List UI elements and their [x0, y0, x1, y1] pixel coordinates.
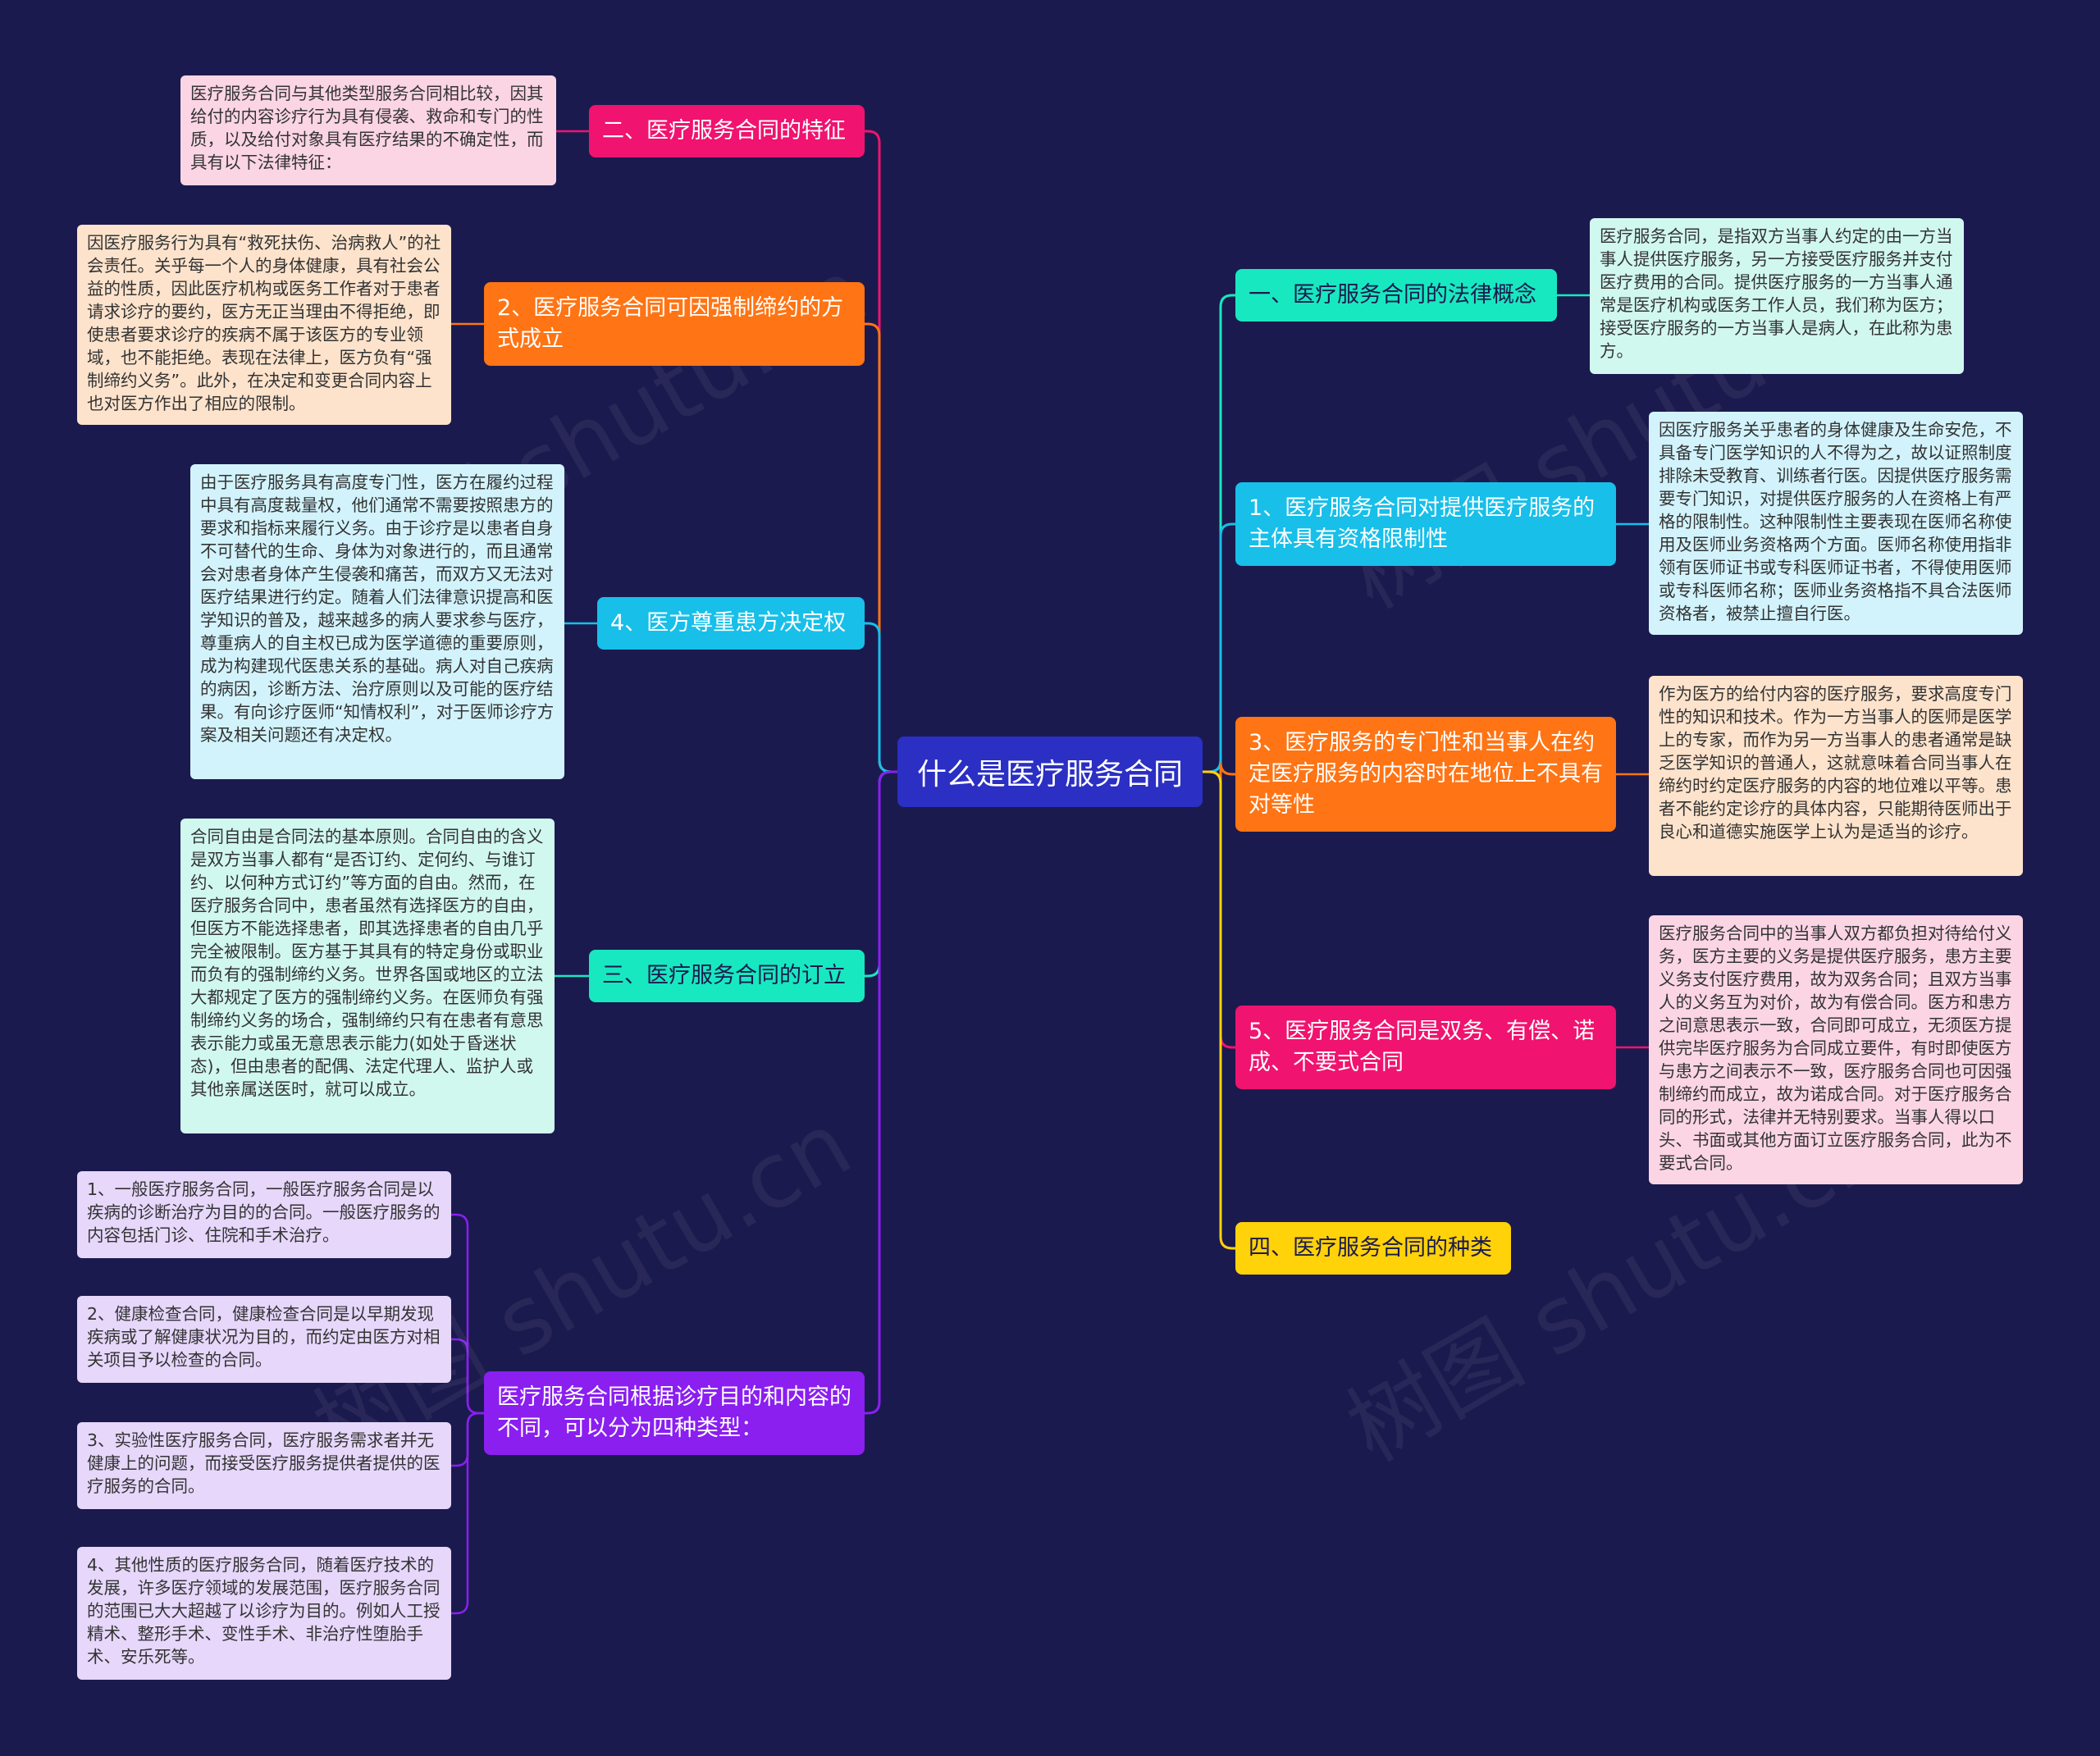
leaf-text: 2、健康检查合同，健康检查合同是以早期发现疾病或了解健康状况为目的，而约定由医方…: [87, 1304, 441, 1370]
leaf-left-3-0: 合同自由是合同法的基本原则。合同自由的含义是双方当事人都有“是否订约、定何约、与…: [180, 819, 555, 1133]
connector-line: [1203, 770, 1235, 1250]
leaf-text: 医疗服务合同，是指双方当事人约定的由一方当事人提供医疗服务，另一方接受医疗服务并…: [1600, 226, 1953, 361]
connector-line: [865, 622, 897, 773]
leaf-left-1-0: 因医疗服务行为具有“救死扶伤、治病救人”的社会责任。关乎每一个人的身体健康，具有…: [77, 225, 451, 425]
branch-label: 2、医疗服务合同可因强制缔约的方式成立: [497, 295, 844, 352]
connector-line: [1203, 294, 1235, 773]
leaf-right-0-0: 医疗服务合同，是指双方当事人约定的由一方当事人提供医疗服务，另一方接受医疗服务并…: [1590, 218, 1964, 374]
leaf-right-1-0: 因医疗服务关乎患者的身体健康及生命安危，不具备专门医学知识的人不得为之，故以证照…: [1649, 412, 2023, 635]
leaf-text: 由于医疗服务具有高度专门性，医方在履约过程中具有高度裁量权，他们通常不需要按照患…: [200, 472, 555, 745]
branch-left-3[interactable]: 三、医疗服务合同的订立: [589, 950, 865, 1002]
connector-line: [865, 322, 897, 773]
leaf-right-2-0: 作为医方的给付内容的医疗服务，要求高度专门性的知识和技术。作为一方当事人的医师是…: [1649, 676, 2023, 876]
leaf-text: 医疗服务合同中的当事人双方都负担对待给付义务，医方主要的义务是提供医疗服务，患方…: [1659, 924, 2012, 1173]
connector-line: [1203, 522, 1235, 773]
root-topic-label: 什么是医疗服务合同: [916, 758, 1183, 791]
leaf-left-4-0: 1、一般医疗服务合同，一般医疗服务合同是以疾病的诊断治疗为目的的合同。一般医疗服…: [77, 1171, 451, 1258]
connector-line: [865, 130, 897, 773]
branch-label: 5、医疗服务合同是双务、有偿、诺成、不要式合同: [1249, 1019, 1596, 1075]
branch-label: 1、医疗服务合同对提供医疗服务的主体具有资格限制性: [1249, 495, 1596, 552]
branch-label: 医疗服务合同根据诊疗目的和内容的不同，可以分为四种类型：: [497, 1384, 851, 1441]
leaf-text: 医疗服务合同与其他类型服务合同相比较，因其给付的内容诊疗行为具有侵袭、救命和专门…: [190, 84, 544, 172]
branch-label: 4、医方尊重患方决定权: [610, 610, 847, 636]
leaf-left-2-0: 由于医疗服务具有高度专门性，医方在履约过程中具有高度裁量权，他们通常不需要按照患…: [190, 464, 564, 779]
branch-label: 四、医疗服务合同的种类: [1249, 1235, 1492, 1261]
root-topic[interactable]: 什么是医疗服务合同: [897, 737, 1203, 807]
connector-line: [1203, 770, 1235, 1049]
leaf-text: 4、其他性质的医疗服务合同，随着医疗技术的发展，许多医疗领域的发展范围，医疗服务…: [87, 1555, 441, 1667]
connector-line: [865, 770, 897, 978]
branch-right-4[interactable]: 四、医疗服务合同的种类: [1235, 1222, 1511, 1275]
branch-left-0[interactable]: 二、医疗服务合同的特征: [589, 105, 865, 157]
leaf-text: 3、实验性医疗服务合同，医疗服务需求者并无健康上的问题，而接受医疗服务提供者提供…: [87, 1430, 441, 1496]
connector-line: [451, 1338, 484, 1415]
leaf-left-4-3: 4、其他性质的医疗服务合同，随着医疗技术的发展，许多医疗领域的发展范围，医疗服务…: [77, 1547, 451, 1680]
connector-line: [451, 1412, 484, 1615]
branch-label: 3、医疗服务的专门性和当事人在约定医疗服务的内容时在地位上不具有对等性: [1249, 730, 1603, 818]
leaf-text: 因医疗服务关乎患者的身体健康及生命安危，不具备专门医学知识的人不得为之，故以证照…: [1659, 420, 2012, 623]
branch-left-4[interactable]: 医疗服务合同根据诊疗目的和内容的不同，可以分为四种类型：: [484, 1371, 865, 1455]
branch-left-2[interactable]: 4、医方尊重患方决定权: [597, 597, 865, 650]
branch-left-1[interactable]: 2、医疗服务合同可因强制缔约的方式成立: [484, 282, 865, 366]
leaf-left-4-1: 2、健康检查合同，健康检查合同是以早期发现疾病或了解健康状况为目的，而约定由医方…: [77, 1296, 451, 1383]
branch-right-0[interactable]: 一、医疗服务合同的法律概念: [1235, 269, 1557, 322]
branch-right-2[interactable]: 3、医疗服务的专门性和当事人在约定医疗服务的内容时在地位上不具有对等性: [1235, 717, 1616, 832]
leaf-text: 因医疗服务行为具有“救死扶伤、治病救人”的社会责任。关乎每一个人的身体健康，具有…: [87, 233, 441, 413]
branch-label: 三、医疗服务合同的订立: [602, 963, 846, 988]
branch-right-3[interactable]: 5、医疗服务合同是双务、有偿、诺成、不要式合同: [1235, 1006, 1616, 1089]
connector-line: [865, 770, 897, 1415]
branch-right-1[interactable]: 1、医疗服务合同对提供医疗服务的主体具有资格限制性: [1235, 482, 1616, 566]
leaf-left-4-2: 3、实验性医疗服务合同，医疗服务需求者并无健康上的问题，而接受医疗服务提供者提供…: [77, 1422, 451, 1509]
leaf-text: 1、一般医疗服务合同，一般医疗服务合同是以疾病的诊断治疗为目的的合同。一般医疗服…: [87, 1179, 441, 1245]
leaf-text: 合同自由是合同法的基本原则。合同自由的含义是双方当事人都有“是否订约、定何约、与…: [190, 827, 544, 1099]
branch-label: 一、医疗服务合同的法律概念: [1249, 282, 1536, 308]
leaf-text: 作为医方的给付内容的医疗服务，要求高度专门性的知识和技术。作为一方当事人的医师是…: [1659, 684, 2012, 842]
branch-label: 二、医疗服务合同的特征: [602, 118, 846, 144]
leaf-right-3-0: 医疗服务合同中的当事人双方都负担对待给付义务，医方主要的义务是提供医疗服务，患方…: [1649, 915, 2023, 1184]
leaf-left-0-0: 医疗服务合同与其他类型服务合同相比较，因其给付的内容诊疗行为具有侵袭、救命和专门…: [180, 75, 556, 185]
